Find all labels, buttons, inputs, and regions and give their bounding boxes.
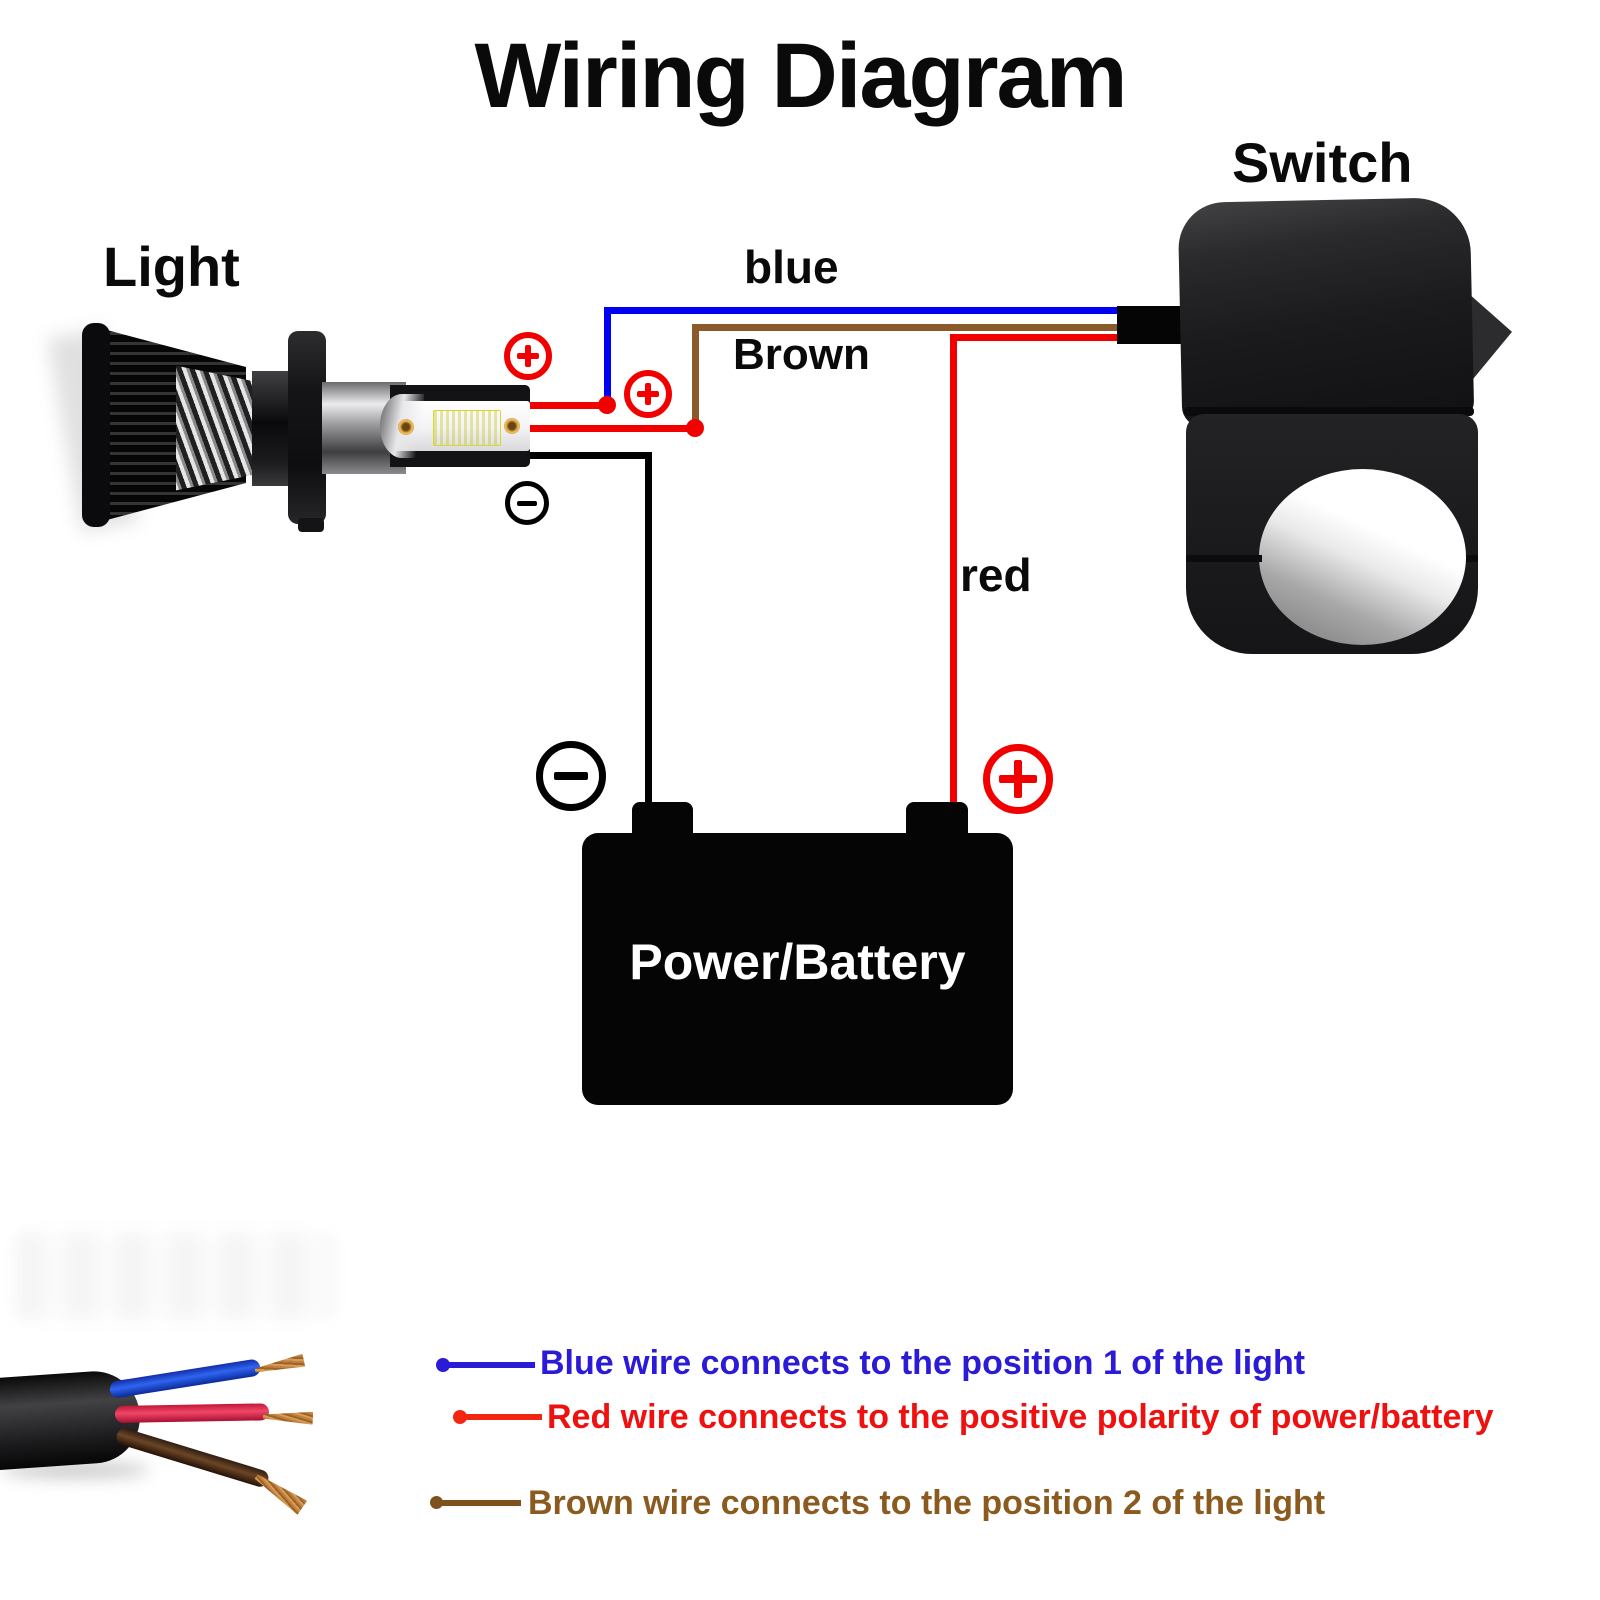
bulb-screw-right xyxy=(504,418,520,434)
brown-wire-horizontal xyxy=(692,324,1120,331)
minus-symbol-battery xyxy=(536,741,606,811)
bulb-collar xyxy=(252,371,294,486)
switch-wire-connector xyxy=(1117,306,1187,344)
bulb-flange-notch xyxy=(298,518,324,532)
plus-symbol-light-2 xyxy=(624,370,672,418)
switch-label: Switch xyxy=(1232,131,1413,194)
black-wire-vertical xyxy=(645,452,652,808)
red-wire-switch-vertical xyxy=(950,334,957,808)
bulb-tube-bottom-strip xyxy=(390,449,530,467)
red-wire-light-top xyxy=(525,402,611,409)
legend-blue-leader-line xyxy=(443,1362,535,1368)
cable-blue-wire xyxy=(108,1358,262,1399)
legend-blue-text: Blue wire connects to the position 1 of … xyxy=(540,1344,1306,1382)
brown-wire-label: Brown xyxy=(733,330,870,379)
switch-photo xyxy=(1170,195,1520,665)
page-title: Wiring Diagram xyxy=(474,25,1127,127)
battery-label: Power/Battery xyxy=(629,934,966,990)
battery-body: Power/Battery xyxy=(582,833,1013,1105)
brown-wire-vertical xyxy=(692,324,699,431)
legend-red-text: Red wire connects to the positive polari… xyxy=(547,1398,1494,1436)
light-label: Light xyxy=(103,235,240,298)
bulb-screw-left xyxy=(398,419,414,435)
red-wire-label: red xyxy=(960,549,1032,601)
cable-red-copper-tip xyxy=(263,1410,313,1425)
faint-watermark xyxy=(15,1232,335,1320)
junction-dot-blue-red xyxy=(598,396,616,414)
blue-wire-horizontal xyxy=(604,307,1120,314)
led-bulb-photo xyxy=(47,318,550,538)
bulb-silver-fins xyxy=(176,365,260,491)
cable-blue-copper-tip xyxy=(254,1354,306,1377)
minus-symbol-light xyxy=(505,481,549,525)
junction-dot-brown-red xyxy=(686,419,704,437)
red-wire-light-bottom xyxy=(527,425,699,432)
cable-brown-copper-tip xyxy=(251,1469,307,1514)
legend-brown-leader-line xyxy=(437,1500,521,1506)
blue-wire-vertical xyxy=(604,307,611,408)
switch-clamp-seam-left xyxy=(1186,555,1262,562)
switch-clamp-hole xyxy=(1259,469,1466,645)
legend-brown-text: Brown wire connects to the position 2 of… xyxy=(528,1484,1326,1522)
bulb-tube-top-strip xyxy=(390,385,530,403)
legend-red-leader-line xyxy=(460,1414,542,1420)
black-wire-horizontal xyxy=(525,452,652,459)
bulb-heatsink-cap xyxy=(82,323,110,527)
red-wire-switch-horizontal xyxy=(951,334,1120,341)
switch-body xyxy=(1177,196,1475,428)
cable-red-wire xyxy=(114,1403,270,1423)
switch-clamp-seam-right xyxy=(1466,555,1478,562)
plus-symbol-light-1 xyxy=(504,332,552,380)
led-chip xyxy=(433,410,501,446)
bulb-mounting-flange xyxy=(288,331,326,524)
plus-symbol-battery xyxy=(983,744,1053,814)
cable-brown-wire xyxy=(114,1426,271,1489)
switch-groove xyxy=(1184,407,1474,416)
blue-wire-label: blue xyxy=(744,241,839,293)
